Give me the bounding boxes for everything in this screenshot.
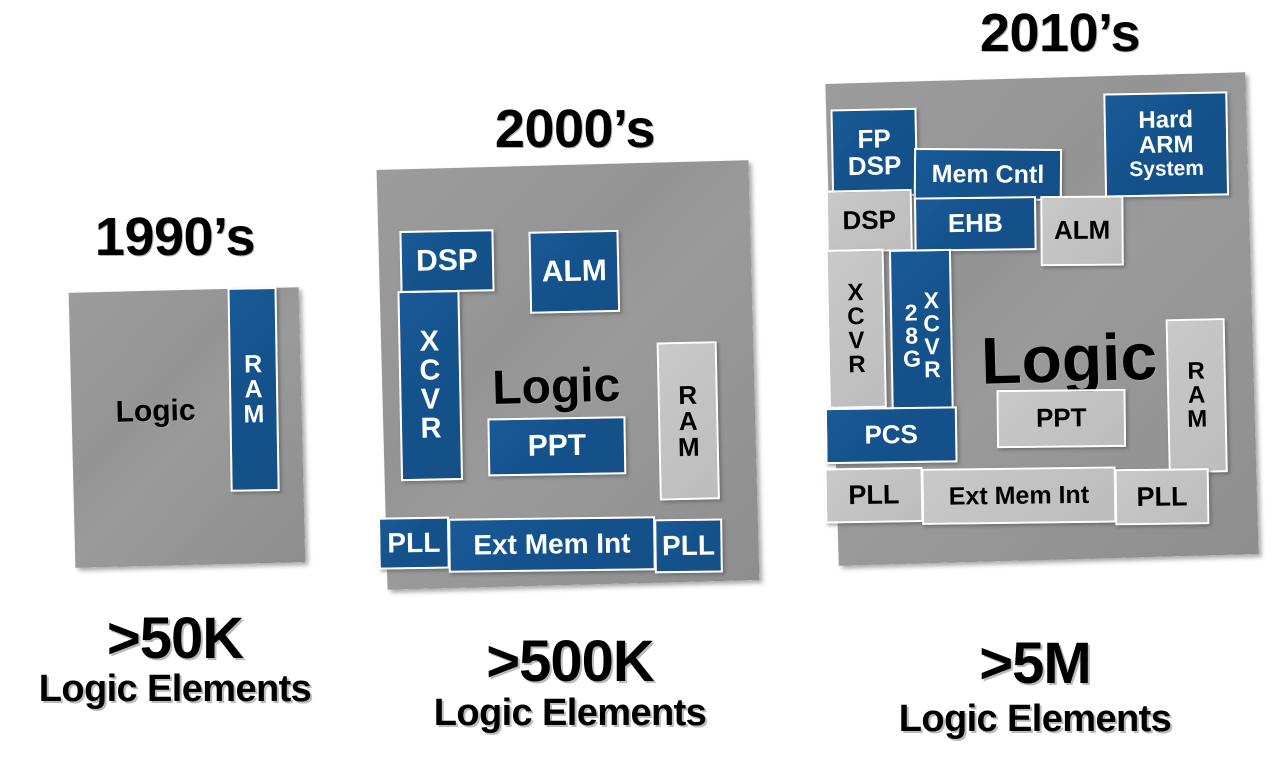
block-ram-2010s[interactable]: R A M <box>1165 318 1228 474</box>
block-28g-line-2: 8 <box>904 321 919 349</box>
block-ram-2010s-line-1: R <box>1187 357 1206 385</box>
block-hard-arm-line-1: Hard <box>1138 106 1194 135</box>
block-28g-line-1: 2 <box>904 298 918 326</box>
block-fp-dsp-line-1: FP <box>857 123 891 154</box>
block-fp-dsp-2010s[interactable]: FP DSP <box>830 107 919 198</box>
block-28g-xcvr-line-4: R <box>923 356 941 383</box>
era-2000s-caption: Logic Elements <box>433 692 707 734</box>
block-xcvr-2010s-line-1: X <box>847 278 864 306</box>
era-2000s-title: 2000’s <box>494 99 656 159</box>
block-28g-xcvr-line-3: V <box>924 333 940 360</box>
block-ppt-2010s-label: PPT <box>1035 402 1087 434</box>
block-ext-mem-int-2010s-label: Ext Mem Int <box>948 480 1090 511</box>
block-28g-xcvr-2010s[interactable]: 2 8 G X C V R <box>888 248 954 422</box>
block-xcvr-2010s-line-2: C <box>846 302 865 330</box>
die-2010s: Logic FP DSP Mem Cntl Hard ARM System DS… <box>824 72 1259 566</box>
era-1990s: 1990’s Logic R A M >50K Logic Elements <box>0 0 380 773</box>
block-hard-arm-system-2010s[interactable]: Hard ARM System <box>1103 91 1230 198</box>
era-2000s: 2000’s Logic DSP X C V R ALM <box>376 99 760 734</box>
block-mem-cntl-2010s[interactable]: Mem Cntl <box>913 147 1063 201</box>
block-dsp-2010s[interactable]: DSP <box>825 188 913 253</box>
block-28g-xcvr-line-1: X <box>923 287 940 314</box>
block-alm-2010s-label: ALM <box>1053 215 1111 246</box>
era-2000s-count: >500K <box>486 629 655 694</box>
block-ram-2010s-line-3: M <box>1186 405 1208 433</box>
block-ext-mem-int-2010s[interactable]: Ext Mem Int <box>921 466 1117 525</box>
era-1990s-caption: Logic Elements <box>38 668 312 710</box>
block-dsp-2010s-label: DSP <box>842 204 897 236</box>
block-pll-left-2010s[interactable]: PLL <box>824 466 924 524</box>
block-ppt-2010s[interactable]: PPT <box>996 388 1127 449</box>
block-28g-xcvr-line-2: C <box>923 310 941 337</box>
block-pll-right-2010s[interactable]: PLL <box>1114 468 1210 526</box>
era-2010s-caption: Logic Elements <box>898 698 1172 740</box>
block-pll-right-2010s-label: PLL <box>1136 481 1188 512</box>
block-xcvr-2010s-line-3: V <box>848 326 865 354</box>
logic-label-2010s: Logic <box>980 318 1159 398</box>
era-2010s-count: >5M <box>979 631 1091 696</box>
block-hard-arm-line-3: System <box>1129 156 1205 182</box>
block-fp-dsp-line-2: DSP <box>847 150 902 182</box>
block-ehb-2010s[interactable]: EHB <box>913 196 1037 252</box>
era-2010s-title: 2010’s <box>979 3 1141 63</box>
block-28g-line-3: G <box>902 344 922 372</box>
era-1990s-title: 1990’s <box>94 207 256 267</box>
block-pcs-2010s[interactable]: PCS <box>824 406 958 465</box>
block-mem-cntl-label: Mem Cntl <box>931 160 1045 189</box>
block-pll-left-2010s-label: PLL <box>848 479 900 511</box>
block-hard-arm-line-2: ARM <box>1138 131 1194 160</box>
block-pcs-label: PCS <box>864 419 919 451</box>
block-xcvr-2010s[interactable]: X C V R <box>825 248 887 409</box>
block-alm-2010s[interactable]: ALM <box>1040 195 1124 267</box>
block-ehb-label: EHB <box>947 207 1003 239</box>
block-xcvr-2010s-line-4: R <box>847 350 866 378</box>
era-1990s-count: >50K <box>106 606 244 671</box>
block-ram-2010s-line-2: A <box>1187 381 1206 409</box>
